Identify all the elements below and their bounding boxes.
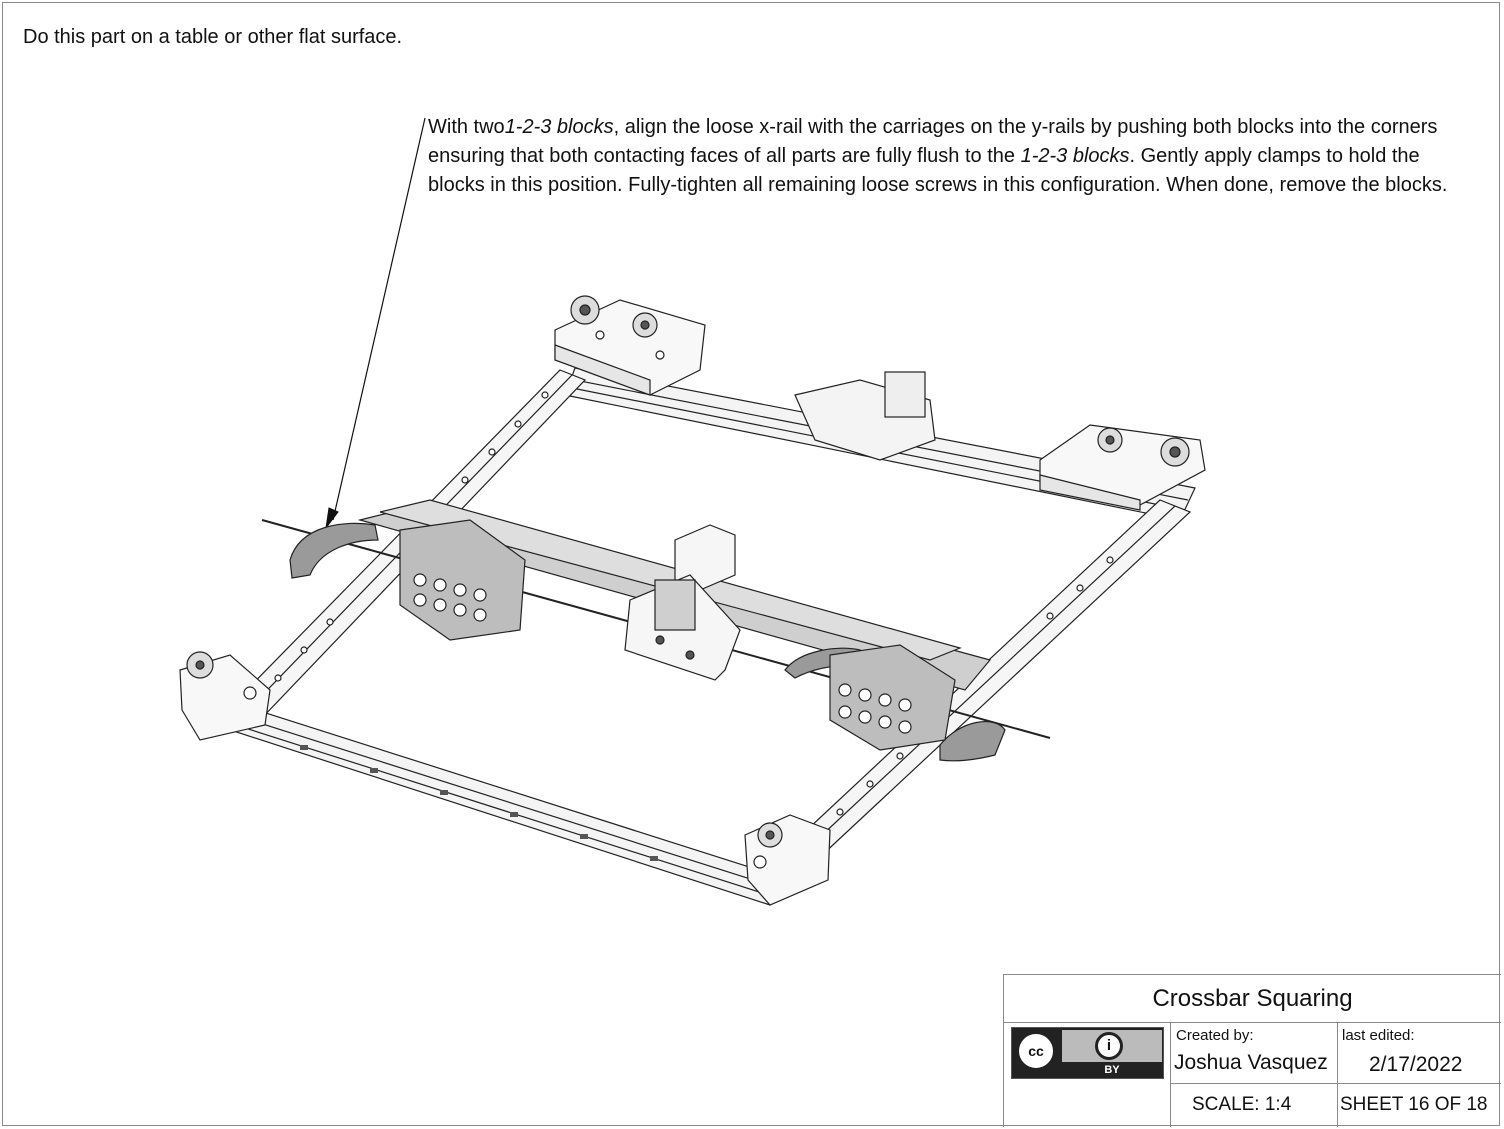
callout-text-5: . Gently apply clamps to hold the blocks… [428, 145, 1448, 196]
corner-block-back-left [554, 295, 706, 396]
author-name: Joshua Vasquez [1174, 1051, 1328, 1074]
front-rail [214, 699, 792, 906]
callout-note: With two1-2-3 blocks, align the loose x-… [428, 113, 1478, 200]
drawing-title: Crossbar Squaring [1004, 975, 1501, 1023]
corner-block-back-right [1039, 424, 1206, 511]
corner-block-front-left [179, 651, 271, 741]
leader-arrow [325, 117, 426, 529]
edit-date: 2/17/2022 [1369, 1053, 1463, 1076]
block-123-left [399, 519, 526, 641]
callout-text-2: 1-2-3 blocks [504, 116, 614, 138]
cc-icon: cc [1016, 1031, 1056, 1071]
callout-text-4: 1-2-3 blocks [1020, 145, 1130, 167]
corner-block-front-right [744, 814, 831, 906]
title-block: Crossbar Squaring cc i BY Created by: Jo… [1003, 974, 1501, 1127]
by-label: BY [1104, 1064, 1120, 1076]
last-edited-label: last edited: [1342, 1027, 1415, 1044]
created-by-label: Created by: [1176, 1027, 1254, 1044]
sheet-number: SHEET 16 OF 18 [1340, 1094, 1488, 1115]
callout-text-1: With two [428, 116, 505, 138]
toolhead-carriage [624, 524, 741, 681]
attribution-icon: i [1095, 1032, 1123, 1060]
motor-housing [794, 371, 936, 461]
clamp-left [289, 522, 379, 579]
top-note: Do this part on a table or other flat su… [23, 26, 403, 48]
cc-by-license-badge: cc i BY [1011, 1027, 1164, 1079]
right-rail [760, 499, 1192, 886]
callout-text-3: , align the loose x-rail with the carria… [428, 116, 1438, 167]
scale-label: SCALE: 1:4 [1192, 1094, 1292, 1115]
block-123-right [829, 644, 956, 751]
